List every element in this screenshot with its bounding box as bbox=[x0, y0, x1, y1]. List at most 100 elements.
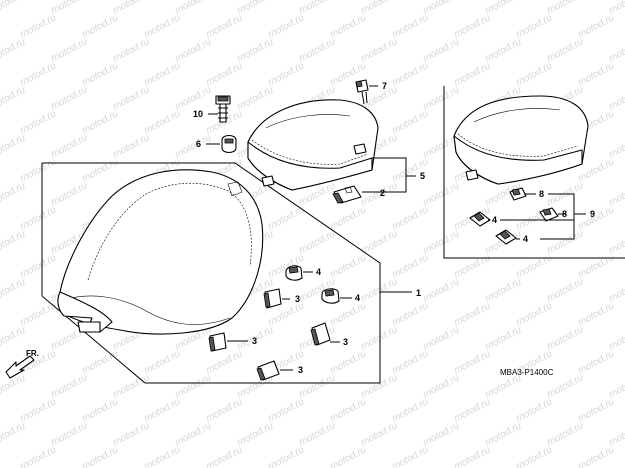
watermark-text: motod.ru bbox=[235, 0, 275, 17]
watermark-text: motod.ru bbox=[421, 36, 461, 64]
damper-3b bbox=[208, 332, 248, 352]
cushion-8b bbox=[539, 207, 566, 222]
main-seat bbox=[57, 169, 264, 335]
watermark-text: motod.ru bbox=[142, 396, 182, 424]
watermark-text: motod.ru bbox=[49, 84, 89, 112]
watermark-text: motod.ru bbox=[173, 372, 213, 400]
diagram-code: MBA3-P1400C bbox=[500, 368, 554, 377]
watermark-text: motod.ru bbox=[545, 228, 585, 256]
watermark-text: motod.ru bbox=[359, 0, 399, 17]
watermark-text: motod.ru bbox=[390, 12, 430, 40]
watermark-text: motod.ru bbox=[359, 372, 399, 400]
watermark-text: motod.ru bbox=[18, 60, 58, 88]
bolt-7 bbox=[355, 79, 378, 105]
watermark-text: motod.ru bbox=[514, 396, 554, 424]
callout-3c: 3 bbox=[298, 365, 303, 375]
watermark-text: motod.ru bbox=[421, 324, 461, 352]
watermark-text: motod.ru bbox=[359, 324, 399, 352]
watermark-text: motod.ru bbox=[18, 204, 58, 232]
watermark-text: motod.ru bbox=[266, 444, 306, 468]
damper-3c bbox=[256, 360, 293, 381]
watermark-text: motod.ru bbox=[0, 372, 28, 400]
watermark-text: motod.ru bbox=[452, 444, 492, 468]
watermark-text: motod.ru bbox=[576, 12, 616, 40]
watermark-text: motod.ru bbox=[390, 348, 430, 376]
watermark-text: motod.ru bbox=[452, 396, 492, 424]
cushion-4b bbox=[321, 288, 352, 304]
callout-8a: 8 bbox=[539, 189, 544, 199]
watermark-text: motod.ru bbox=[0, 228, 28, 256]
watermark-text: motod.ru bbox=[142, 348, 182, 376]
watermark-text: motod.ru bbox=[0, 132, 28, 160]
main-seat-group-frame bbox=[42, 162, 381, 384]
watermark-text: motod.ru bbox=[80, 396, 120, 424]
watermark-text: motod.ru bbox=[235, 84, 275, 112]
watermark-text: motod.ru bbox=[328, 252, 368, 280]
callout-1: 1 bbox=[416, 288, 421, 298]
option-group-frame bbox=[443, 86, 625, 259]
watermark-text: motod.ru bbox=[18, 252, 58, 280]
watermark-text: motod.ru bbox=[576, 396, 616, 424]
watermark-text: motod.ru bbox=[142, 108, 182, 136]
watermark-text: motod.ru bbox=[359, 36, 399, 64]
watermark-text: motod.ru bbox=[173, 0, 213, 17]
watermark-text: motod.ru bbox=[173, 420, 213, 448]
callout-3d: 3 bbox=[343, 337, 348, 347]
watermark-text: motod.ru bbox=[328, 444, 368, 468]
watermark-text: motod.ru bbox=[452, 12, 492, 40]
watermark-text: motod.ru bbox=[111, 0, 151, 17]
option-seat-group bbox=[443, 86, 625, 259]
watermark-text: motod.ru bbox=[18, 12, 58, 40]
bracket-5 bbox=[372, 157, 407, 193]
watermark-text: motod.ru bbox=[49, 180, 89, 208]
watermark-text: motod.ru bbox=[452, 300, 492, 328]
watermark-text: motod.ru bbox=[390, 252, 430, 280]
watermark-text: motod.ru bbox=[49, 132, 89, 160]
watermark-text: motod.ru bbox=[483, 36, 523, 64]
watermark-text: motod.ru bbox=[421, 0, 461, 17]
watermark-text: motod.ru bbox=[545, 0, 585, 17]
watermark-text: motod.ru bbox=[483, 276, 523, 304]
watermark-text: motod.ru bbox=[49, 36, 89, 64]
watermark-text: motod.ru bbox=[390, 60, 430, 88]
pillion-seat bbox=[247, 99, 379, 191]
damper-2 bbox=[332, 185, 372, 204]
watermark-text: motod.ru bbox=[328, 204, 368, 232]
watermark-text: motod.ru bbox=[266, 396, 306, 424]
collar-10 bbox=[208, 95, 231, 123]
callout-numbers: 1 2 3 3 3 3 4 4 4 4 5 6 7 8 8 9 10 bbox=[193, 81, 595, 375]
callout-8b: 8 bbox=[562, 209, 567, 219]
watermark-text: motod.ru bbox=[514, 300, 554, 328]
callout-4a: 4 bbox=[316, 267, 321, 277]
callout-3a: 3 bbox=[295, 294, 300, 304]
watermark-text: motod.ru bbox=[111, 84, 151, 112]
watermark-text: motod.ru bbox=[452, 252, 492, 280]
watermark-text: motod.ru bbox=[576, 204, 616, 232]
watermark-text: motod.ru bbox=[359, 276, 399, 304]
watermark-text: motod.ru bbox=[80, 156, 120, 184]
watermark-text: motod.ru bbox=[266, 60, 306, 88]
watermark-text: motod.ru bbox=[0, 0, 28, 17]
callout-3b: 3 bbox=[252, 336, 257, 346]
watermark-text: motod.ru bbox=[266, 12, 306, 40]
callout-5: 5 bbox=[420, 171, 425, 181]
watermark-text: motod.ru bbox=[18, 156, 58, 184]
pillion-seat-group bbox=[206, 79, 416, 204]
watermark-text: motod.ru bbox=[142, 444, 182, 468]
watermark-text: motod.ru bbox=[483, 420, 523, 448]
watermark-text: motod.ru bbox=[142, 60, 182, 88]
watermark-text: motod.ru bbox=[514, 444, 554, 468]
watermark-text: motod.ru bbox=[80, 60, 120, 88]
watermark-text: motod.ru bbox=[80, 348, 120, 376]
watermark-text: motod.ru bbox=[421, 180, 461, 208]
watermark-text: motod.ru bbox=[204, 396, 244, 424]
damper-3a bbox=[263, 288, 290, 309]
watermark-text: motod.ru bbox=[142, 12, 182, 40]
watermark-text: motod.ru bbox=[80, 444, 120, 468]
watermark-text: motod.ru bbox=[49, 420, 89, 448]
watermark-text: motod.ru bbox=[421, 372, 461, 400]
watermark-text: motod.ru bbox=[328, 12, 368, 40]
main-seat-frame-bottom bbox=[41, 295, 146, 384]
watermark-text: motod.ru bbox=[297, 0, 337, 17]
watermark-text: motod.ru bbox=[297, 420, 337, 448]
